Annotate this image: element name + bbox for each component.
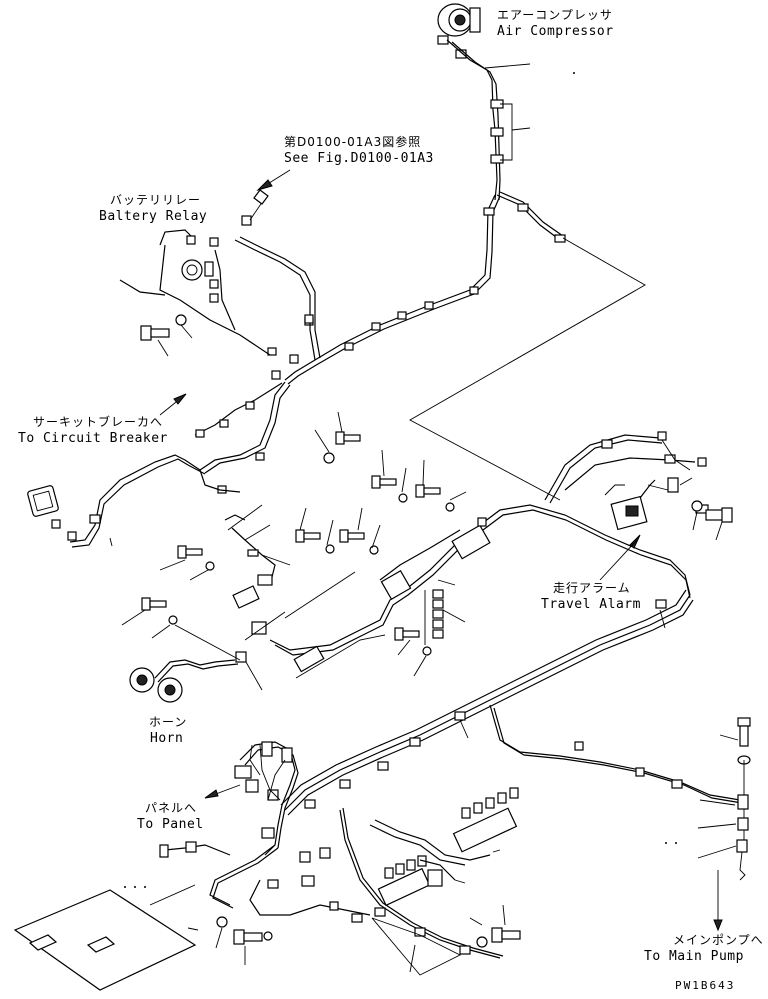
panel-label-ja: パネルへ xyxy=(145,801,198,815)
horn-label-ja: ホーン xyxy=(149,715,188,729)
battery-relay-label-ja: バッテリリレー xyxy=(110,193,202,207)
solenoid-connector-cluster-upper xyxy=(452,787,519,853)
bolts-group-bottom xyxy=(216,916,521,948)
main-pump-connector-part xyxy=(736,717,751,853)
bolts-group-mid xyxy=(141,431,455,656)
battery-relay-label-en: Baltery Relay xyxy=(99,209,208,224)
circuit-breaker-label-ja: サーキットブレーカへ xyxy=(33,415,164,429)
air-compressor-label-ja: エアーコンプレッサ xyxy=(497,8,613,22)
horn-part xyxy=(129,667,183,703)
battery-relay-part xyxy=(181,259,219,303)
solenoid-connector-cluster-lower xyxy=(377,855,431,907)
air-compressor-label-en: Air Compressor xyxy=(497,24,614,39)
bolt-part xyxy=(140,314,187,341)
main-pump-label-en: To Main Pump xyxy=(644,949,744,964)
main-pump-label-ja: メインポンプへ xyxy=(673,933,764,947)
drawing-code: PW1B643 xyxy=(675,979,736,992)
panel-label-en: To Panel xyxy=(137,817,204,832)
mounting-plate-part xyxy=(13,889,197,991)
work-lamp-part xyxy=(27,485,61,529)
see-fig-label-ja: 第D0100-01A3図参照 xyxy=(284,135,422,149)
circuit-breaker-label-en: To Circuit Breaker xyxy=(18,431,168,446)
travel-alarm-label-ja: 走行アラーム xyxy=(553,581,631,595)
travel-alarm-label-en: Travel Alarm xyxy=(541,597,641,612)
air-compressor-part xyxy=(437,3,481,59)
see-fig-label-en: See Fig.D0100-01A3 xyxy=(284,151,434,166)
horn-label-en: Horn xyxy=(150,731,184,746)
travel-alarm-part xyxy=(610,495,648,531)
